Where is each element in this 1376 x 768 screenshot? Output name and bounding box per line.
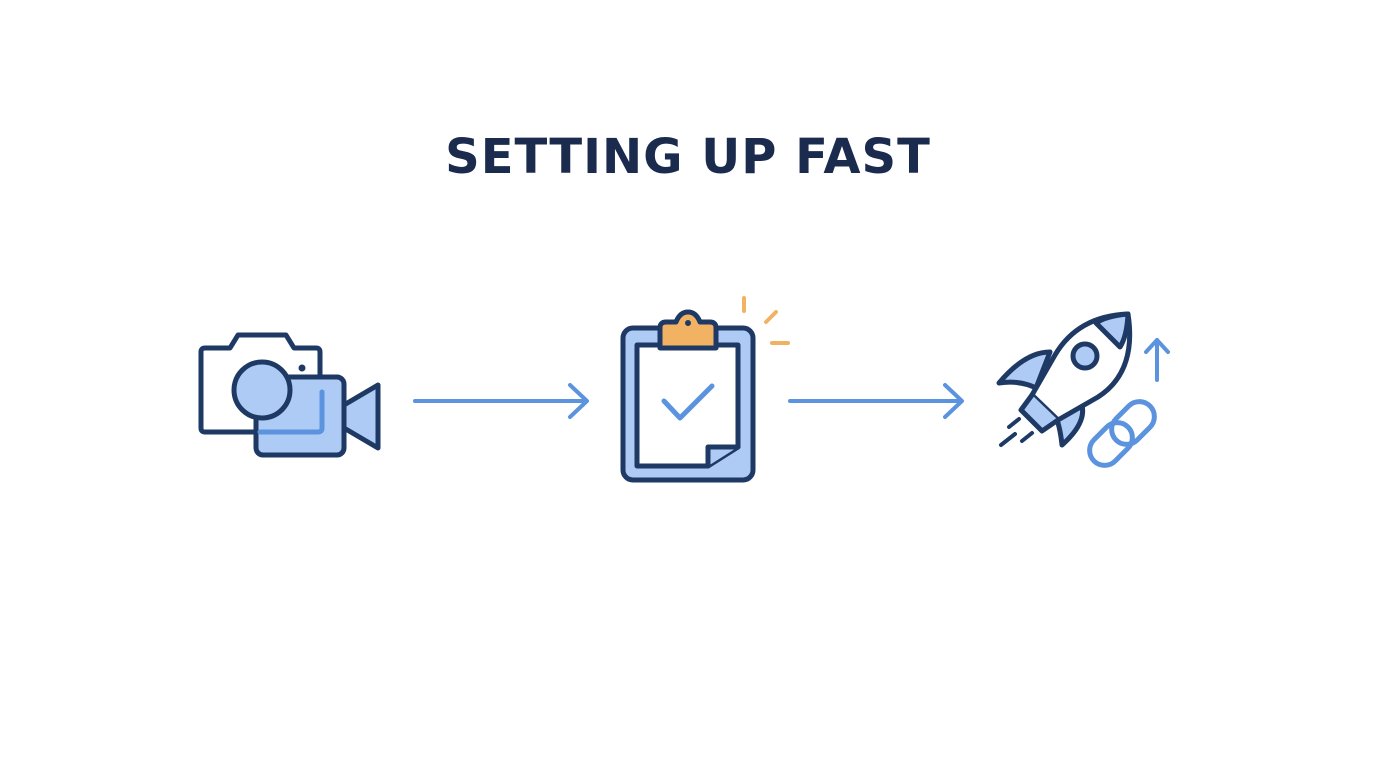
camera-video-icon [198, 332, 381, 458]
link-icon [1087, 399, 1157, 468]
arrow-right-icon [413, 383, 589, 419]
sparkle-icon [742, 296, 790, 345]
clipboard-check-icon [620, 296, 790, 483]
arrow-right-icon [788, 383, 964, 419]
page-title: SETTING UP FAST [445, 129, 931, 185]
up-arrow-icon [1144, 338, 1170, 382]
rocket-link-icon [996, 311, 1170, 468]
